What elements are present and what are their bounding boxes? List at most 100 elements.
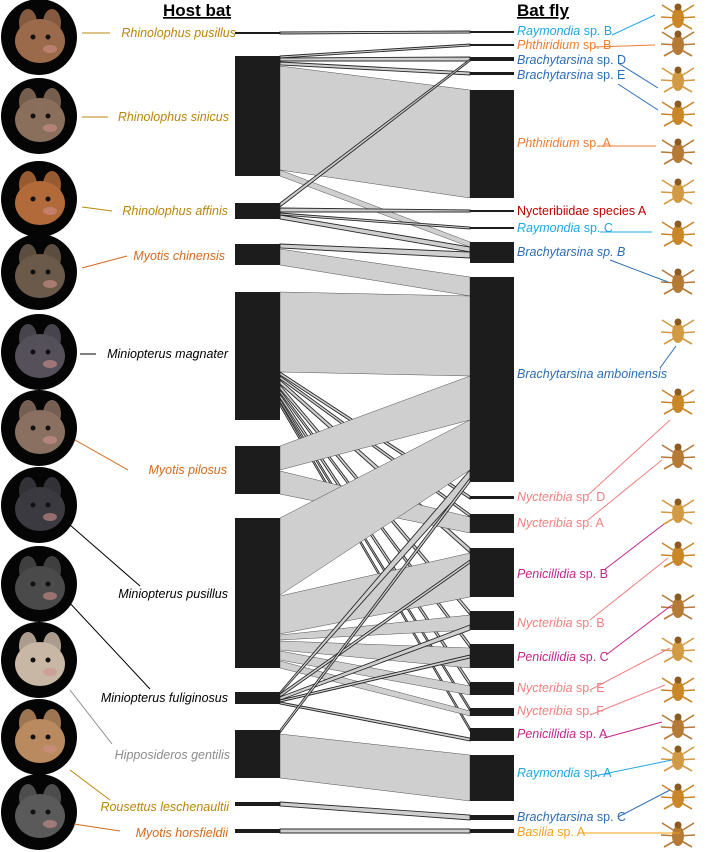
fly-leader-penB — [603, 523, 665, 571]
fly-label-braC: Brachytarsina sp. C — [517, 810, 626, 824]
fly-label-braB: Brachytarsina sp. B — [517, 245, 625, 259]
fly-bar-nycE — [470, 682, 514, 695]
host-leader-hg — [69, 689, 113, 745]
fly-bar-penC — [470, 644, 514, 668]
fly-label-phtB: Phthiridium sp. B — [517, 38, 612, 52]
fly-photo-nycD — [660, 388, 696, 415]
fly-photo-penB — [660, 498, 696, 525]
link-mh-basA — [279, 828, 471, 834]
fly-photo-penA — [660, 713, 696, 740]
fly-label-nycE: Nycteribia sp. E — [517, 681, 605, 695]
fly-bar-nycB — [470, 611, 514, 630]
fly-leader-braB — [609, 259, 669, 283]
fly-bar-rayA — [470, 755, 514, 801]
host-bar-mp — [235, 446, 280, 494]
fly-leader-phtB — [593, 44, 656, 48]
link-ra-nycS — [279, 207, 471, 213]
fly-label-braD: Brachytarsina sp. D — [517, 53, 626, 67]
bat-photo-mh — [1, 774, 77, 850]
fly-photo-nycF — [660, 676, 696, 703]
fly-photo-braE — [660, 100, 696, 127]
host-bar-mh — [235, 829, 280, 833]
fly-label-rayC: Raymondia sp. C — [517, 221, 613, 235]
fly-bar-rayB — [470, 31, 514, 33]
bat-photo-mc — [1, 234, 77, 310]
fly-photo-nycB — [660, 541, 696, 568]
host-leader-mpu — [69, 524, 141, 587]
host-label-mf: Miniopterus fuliginosus — [101, 691, 228, 705]
host-label-rp: Rhinolophus pusillus — [121, 26, 236, 40]
bat-photo-ra — [1, 161, 77, 237]
fly-label-nycB: Nycteribia sp. B — [517, 616, 605, 630]
link-rp-rayB — [279, 30, 471, 35]
host-bar-ra — [235, 203, 280, 219]
fly-leader-nycA — [587, 459, 663, 521]
fly-photo-basA — [660, 821, 696, 848]
fly-photo-nycS — [660, 178, 696, 205]
fly-leader-nycB — [589, 557, 669, 621]
bat-fly-header: Bat fly — [517, 1, 570, 20]
fly-label-nycA: Nycteribia sp. A — [517, 516, 605, 530]
fly-photo-braD — [660, 66, 696, 93]
fly-leader-nycE — [589, 647, 671, 691]
fly-bar-basA — [470, 829, 514, 833]
fly-label-rayB: Raymondia sp. B — [517, 24, 612, 38]
fly-bar-nycA — [470, 514, 514, 533]
fly-label-braAm: Brachytarsina amboinensis — [517, 367, 667, 381]
fly-photo-braAm — [660, 318, 696, 345]
fly-leader-rayB — [611, 14, 656, 36]
fly-photo-nycA — [660, 443, 696, 470]
node-bars — [235, 31, 514, 833]
fly-bar-nycD — [470, 496, 514, 499]
host-bar-rs — [235, 56, 280, 176]
fly-bar-braB — [470, 242, 514, 263]
link-hg-rayA — [279, 733, 471, 802]
fly-leader-braE — [617, 83, 659, 111]
bat-photo-mm — [1, 314, 77, 390]
fly-photo-rayA — [660, 745, 696, 772]
fly-photo-penC — [660, 593, 696, 620]
host-bar-mm — [235, 292, 280, 420]
fly-bar-penA — [470, 728, 514, 741]
fly-label-penC: Penicillidia sp. C — [517, 650, 609, 664]
host-leader-mf — [66, 599, 151, 690]
fly-leader-penC — [605, 604, 673, 656]
host-label-mc: Myotis chinensis — [133, 249, 225, 263]
host-leader-mc — [81, 255, 128, 269]
fly-photo-rayC — [660, 220, 696, 247]
host-bar-hg — [235, 730, 280, 778]
host-bar-mc — [235, 244, 280, 265]
fly-bar-penB — [470, 548, 514, 597]
host-bar-rl — [235, 802, 280, 806]
host-label-rs: Rhinolophus sinicus — [118, 110, 229, 124]
fly-label-basA: Basilia sp. A — [517, 825, 586, 839]
host-leader-ra — [81, 206, 113, 212]
link-rl-braC — [279, 801, 471, 821]
host-bar-mf — [235, 692, 280, 704]
fly-leader-braD — [617, 62, 659, 89]
host-label-mpu: Miniopterus pusillus — [118, 587, 228, 601]
fly-photo-rayB — [660, 3, 696, 30]
fly-photo-nycE — [660, 636, 696, 663]
bat-photo-rp — [1, 0, 77, 75]
fly-label-nycF: Nycteribia sp. F — [517, 704, 604, 718]
label-leaders — [66, 14, 680, 834]
fly-bar-braE — [470, 72, 514, 75]
host-label-hg: Hipposideros gentilis — [115, 748, 230, 762]
bat-photo-mpu — [1, 467, 77, 543]
fly-leader-nycD — [587, 419, 671, 496]
host-bar-rp — [235, 32, 280, 34]
host-label-mm: Miniopterus magnater — [107, 347, 229, 361]
fly-label-penA: Penicillidia sp. A — [517, 727, 608, 741]
fly-label-nycS: Nycteribiidae species A — [517, 204, 647, 218]
host-leader-mh — [73, 823, 121, 832]
fly-label-braE: Brachytarsina sp. E — [517, 68, 625, 82]
fly-bar-nycF — [470, 708, 514, 716]
fly-leader-rayA — [593, 759, 673, 777]
link-rs-phtB — [279, 43, 471, 59]
bat-photo-mf — [1, 546, 77, 622]
fly-leader-braC — [617, 789, 671, 818]
fly-bar-braAm — [470, 277, 514, 482]
bat-photo-rl — [1, 699, 77, 775]
